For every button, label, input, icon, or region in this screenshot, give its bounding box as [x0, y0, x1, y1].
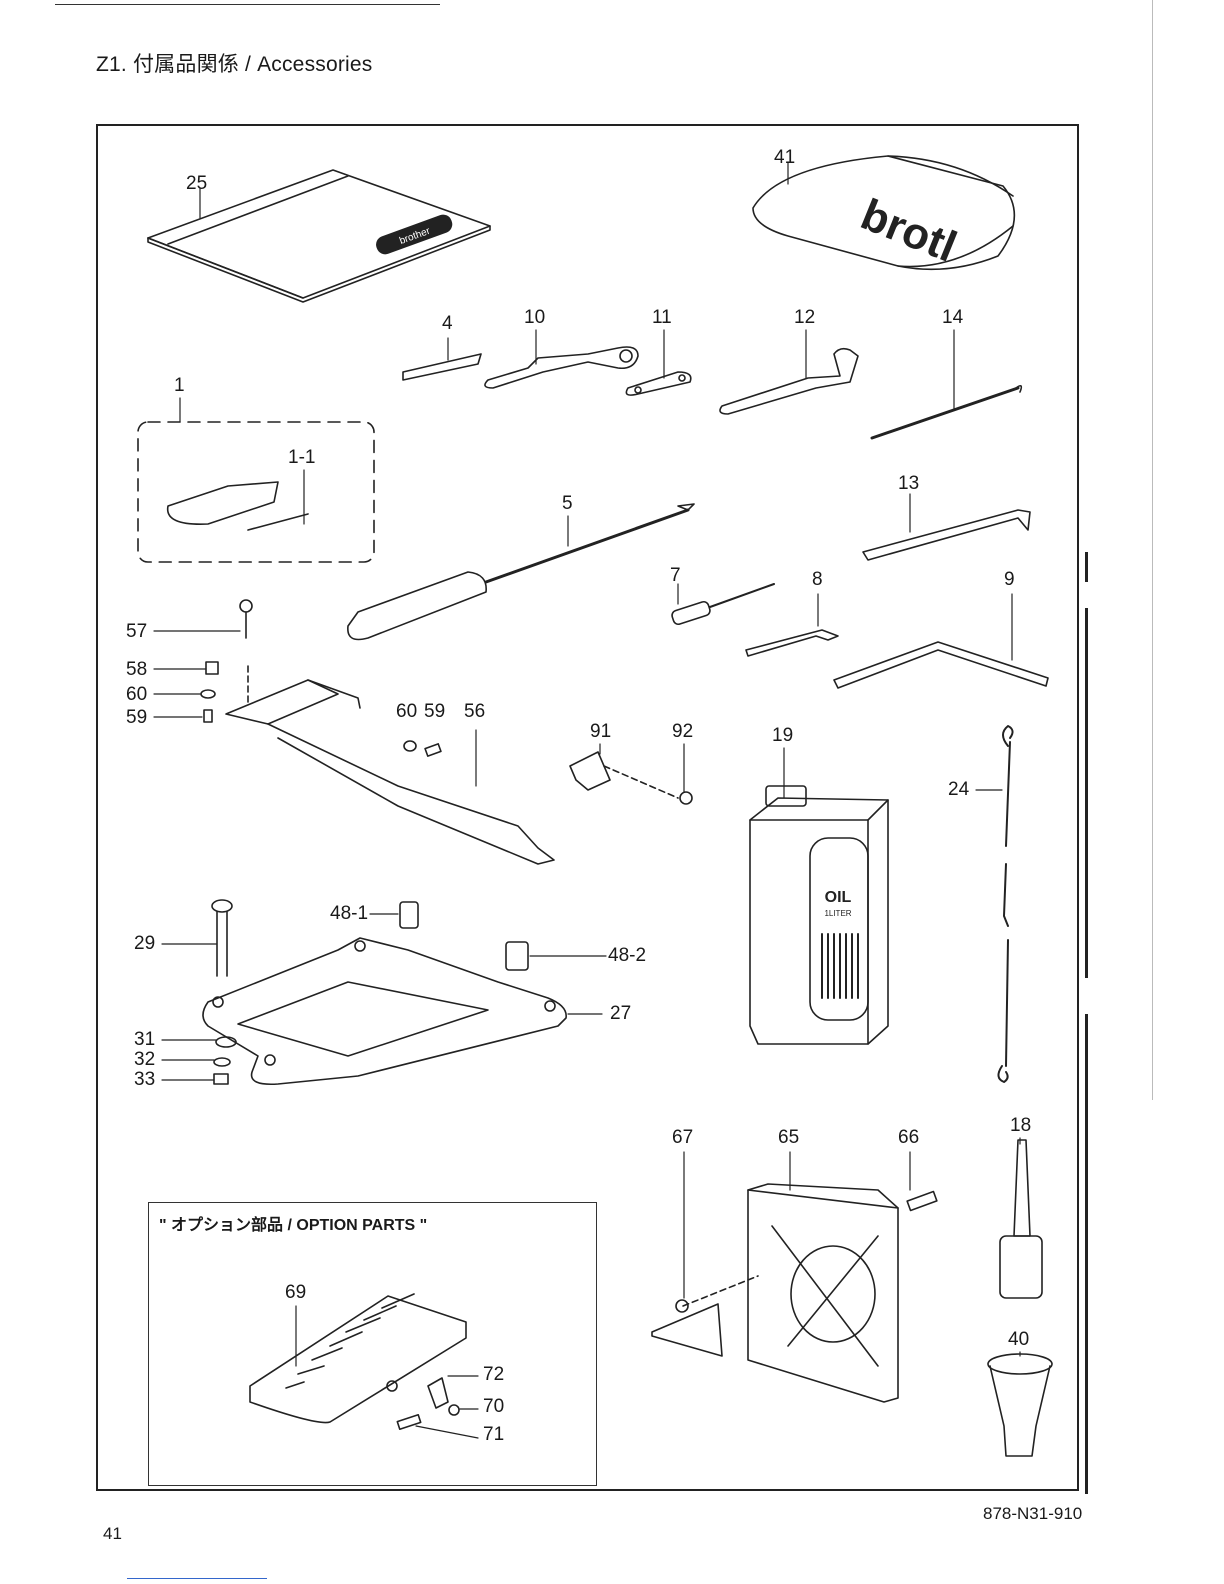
callout-60-left: 60 — [126, 685, 147, 704]
oiler-drawing — [1000, 1140, 1042, 1298]
binding-mark-lower — [1085, 1014, 1088, 1494]
fastener-set-right-drawing — [404, 741, 441, 756]
wrench-large-drawing — [485, 347, 638, 388]
spring-washer-32-drawing — [214, 1058, 230, 1066]
callout-92: 92 — [672, 722, 693, 741]
oil-cup-drawing — [988, 1354, 1052, 1456]
bracket-part-91-drawing — [570, 752, 610, 790]
callout-1: 1 — [174, 376, 185, 395]
option-parts-box: " オプション部品 / OPTION PARTS " 69 72 70 71 — [148, 1202, 597, 1486]
callout-59-right: 59 — [424, 702, 445, 721]
svg-text:1LITER: 1LITER — [824, 909, 851, 918]
callout-67: 67 — [672, 1128, 693, 1147]
callout-57: 57 — [126, 622, 147, 641]
fastener-set-left-drawing — [201, 600, 252, 722]
callout-7: 7 — [670, 566, 681, 585]
oil-bottle-drawing: OIL 1LITER — [750, 786, 888, 1044]
screw-67-drawing — [676, 1300, 688, 1312]
svg-text:OIL: OIL — [825, 889, 852, 906]
callout-66: 66 — [898, 1128, 919, 1147]
machine-cover-drawing: brotl — [753, 156, 1014, 272]
tweezers-drawing — [863, 510, 1030, 560]
callout-70: 70 — [483, 1397, 504, 1416]
callout-14: 14 — [942, 308, 963, 327]
page-title: Z1. 付属品関係 / Accessories — [96, 48, 372, 78]
callout-59-left: 59 — [126, 708, 147, 727]
screw-66-drawing — [907, 1192, 937, 1211]
callout-10: 10 — [524, 308, 545, 327]
hex-key-small-drawing — [746, 630, 838, 656]
callout-1-1: 1-1 — [288, 448, 315, 467]
callout-60-right: 60 — [396, 702, 417, 721]
callout-91: 91 — [590, 722, 611, 741]
bolt-drawing — [212, 900, 232, 976]
callout-40: 40 — [1008, 1330, 1029, 1349]
callout-4: 4 — [442, 314, 453, 333]
rubber-cushion-48-2-drawing — [506, 942, 528, 970]
hook-rod-drawing — [872, 388, 1018, 438]
callout-19: 19 — [772, 726, 793, 745]
washer-31-drawing — [216, 1037, 236, 1047]
callout-29: 29 — [134, 934, 155, 953]
callout-8: 8 — [812, 570, 823, 589]
needle-set-group-box — [138, 422, 374, 562]
option-parts-title: " オプション部品 / OPTION PARTS " — [159, 1211, 427, 1235]
callout-11: 11 — [652, 308, 672, 327]
callout-41: 41 — [774, 148, 795, 167]
callout-33: 33 — [134, 1070, 155, 1089]
plate-drawing — [403, 354, 481, 380]
callout-9: 9 — [1004, 570, 1015, 589]
needle-drawing — [248, 514, 308, 530]
screw-92-drawing — [680, 792, 692, 804]
callout-13: 13 — [898, 474, 919, 493]
callout-31: 31 — [134, 1030, 155, 1049]
callout-72: 72 — [483, 1365, 504, 1384]
needle-pack-drawing — [168, 482, 278, 524]
offset-wrench-drawing — [720, 349, 858, 414]
nut-33-drawing — [214, 1074, 228, 1084]
callout-32: 32 — [134, 1050, 155, 1069]
callout-71: 71 — [483, 1425, 504, 1444]
callout-58: 58 — [126, 660, 147, 679]
binding-mark-middle — [1085, 608, 1088, 978]
base-frame-drawing — [203, 938, 566, 1084]
binding-edge-line — [1152, 0, 1153, 1100]
top-rule — [55, 4, 440, 5]
hex-key-large-drawing — [834, 642, 1048, 688]
callout-27: 27 — [610, 1004, 631, 1023]
callout-48-2: 48-2 — [608, 946, 646, 965]
page-number: 41 — [103, 1524, 122, 1544]
callout-65: 65 — [778, 1128, 799, 1147]
parts-diagram-frame: brother brotl — [96, 124, 1079, 1491]
motor-cover-bracket-drawing — [652, 1184, 898, 1402]
callout-12: 12 — [794, 308, 815, 327]
callout-69: 69 — [285, 1283, 306, 1302]
small-screwdriver-drawing — [671, 584, 774, 626]
document-code: 878-N31-910 — [983, 1504, 1082, 1524]
callout-18: 18 — [1010, 1116, 1031, 1135]
large-screwdriver-drawing — [348, 504, 694, 640]
callout-25: 25 — [186, 174, 207, 193]
binding-mark-upper — [1085, 552, 1088, 582]
callout-56: 56 — [464, 702, 485, 721]
callout-24: 24 — [948, 780, 969, 799]
bottom-link-underline — [127, 1578, 267, 1579]
chain-drawing — [998, 726, 1012, 1082]
callout-48-1: 48-1 — [330, 904, 368, 923]
bobbin-winder-bracket-drawing — [226, 666, 554, 864]
callout-5: 5 — [562, 494, 573, 513]
rubber-cushion-48-1-drawing — [400, 902, 418, 928]
